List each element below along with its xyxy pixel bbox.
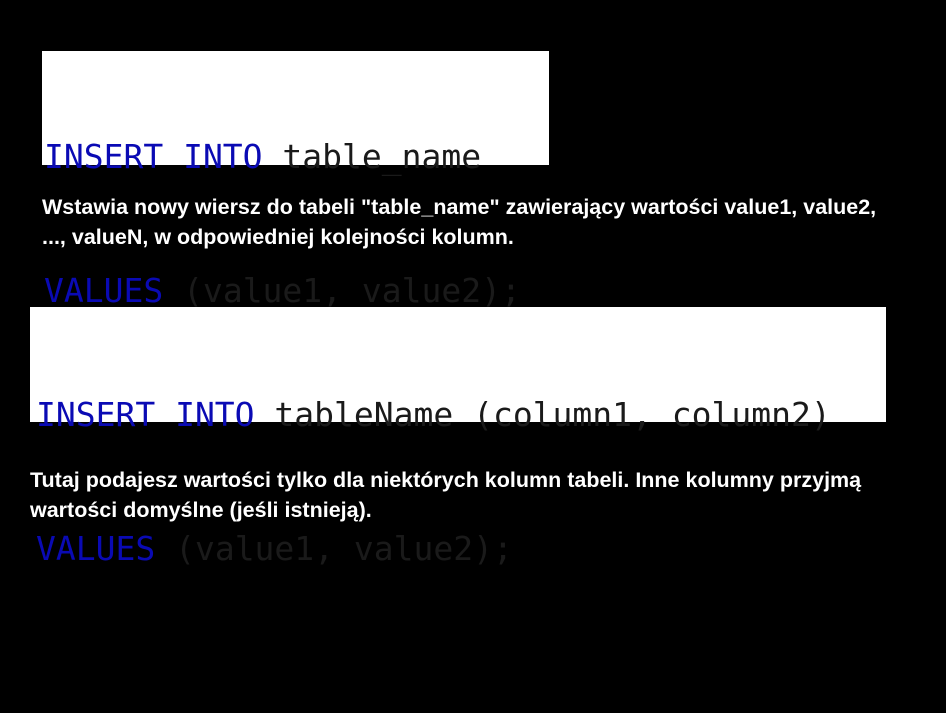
code-line-2: VALUES (value1, value2); [44, 263, 549, 319]
code-block-insert-columns-values: INSERT INTO tableName (column1, column2)… [30, 307, 886, 568]
sql-text: tableName (column1, column2) [254, 395, 831, 434]
code-line-1: INSERT INTO table_name [44, 129, 549, 185]
code-line-2: VALUES (value1, value2); [36, 521, 886, 577]
sql-keyword: INSERT INTO [44, 137, 263, 176]
sql-text: table_name [262, 137, 482, 176]
sql-keyword: VALUES [36, 529, 156, 568]
sql-text: (value1, value2); [163, 271, 521, 310]
sql-keyword: INSERT INTO [36, 395, 255, 434]
description-insert-columns-values: Tutaj podajesz wartości tylko dla niektó… [30, 468, 862, 522]
description-insert-values: Wstawia nowy wiersz do tabeli "table_nam… [42, 195, 877, 249]
code-block-insert-values: INSERT INTO table_name VALUES (value1, v… [42, 51, 549, 310]
sql-text: (value1, value2); [155, 529, 513, 568]
code-line-1: INSERT INTO tableName (column1, column2) [36, 387, 886, 443]
sql-keyword: VALUES [44, 271, 164, 310]
